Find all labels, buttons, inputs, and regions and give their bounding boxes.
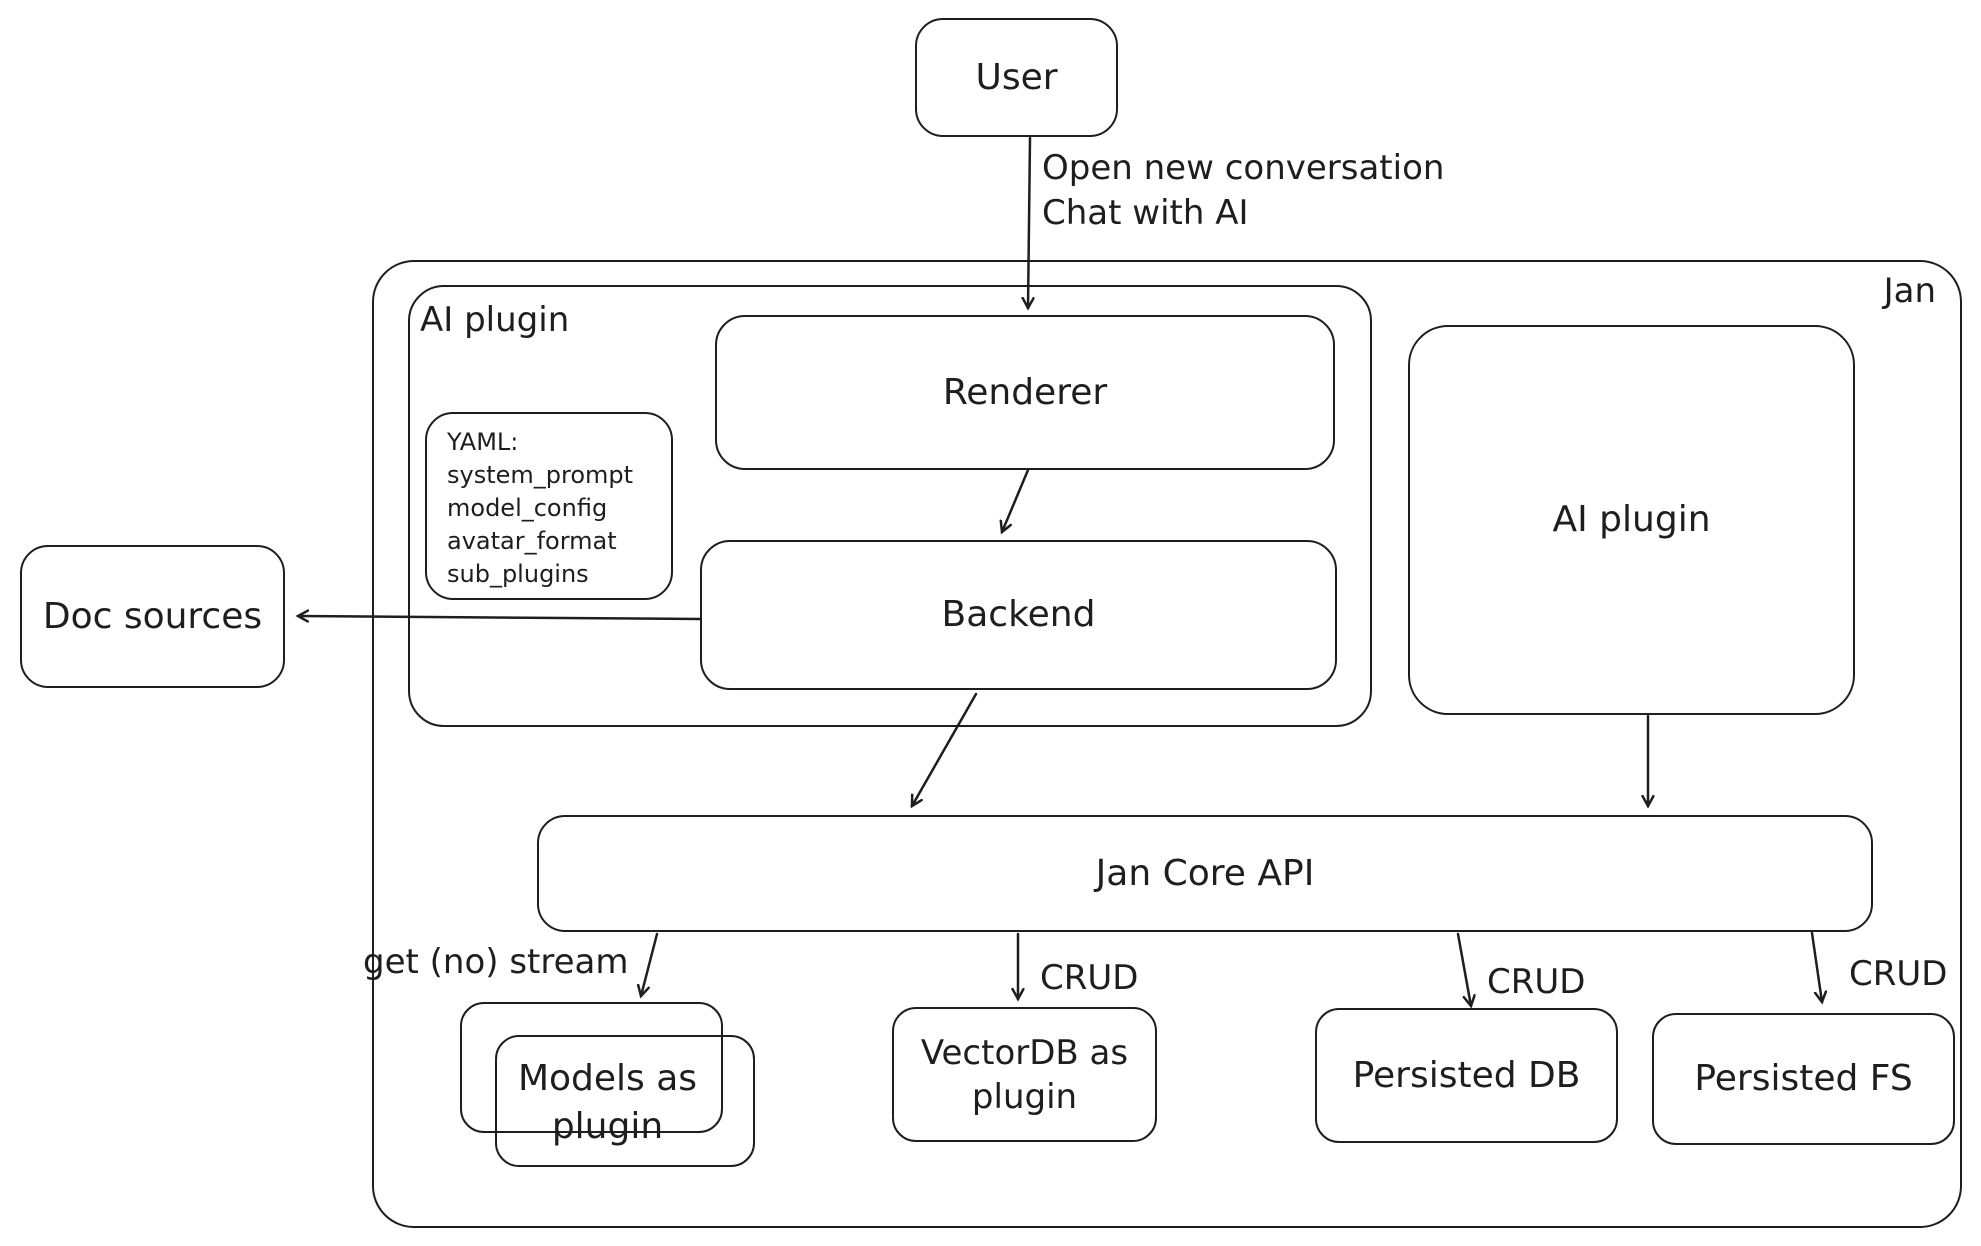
container-jan: Jan — [372, 260, 1962, 1228]
node-persisted-db: Persisted DB — [1315, 1008, 1618, 1143]
node-backend-label: Backend — [941, 594, 1096, 635]
node-doc-sources: Doc sources — [20, 545, 285, 688]
node-vectordb-as-plugin-label: VectorDB as plugin — [920, 1032, 1129, 1117]
container-ai-plugin-left: AI plugin — [408, 285, 1372, 727]
node-jan-core-api: Jan Core API — [537, 815, 1873, 932]
node-ai-plugin-right: AI plugin — [1408, 325, 1855, 715]
node-models-as-plugin-front — [495, 1035, 755, 1167]
edge-label-user-to-renderer: Open new conversation Chat with AI — [1042, 148, 1445, 233]
node-jan-core-api-label: Jan Core API — [1095, 852, 1315, 894]
node-persisted-fs-label: Persisted FS — [1694, 1058, 1913, 1099]
node-persisted-fs: Persisted FS — [1652, 1013, 1955, 1145]
note-yaml: YAML: system_prompt model_config avatar_… — [425, 412, 673, 600]
note-yaml-text: YAML: system_prompt model_config avatar_… — [447, 428, 634, 588]
node-persisted-db-label: Persisted DB — [1352, 1054, 1581, 1096]
node-models-as-plugin-label: Models as plugin — [517, 1058, 698, 1147]
node-ai-plugin-right-label: AI plugin — [1552, 499, 1711, 540]
node-vectordb-as-plugin: VectorDB as plugin — [892, 1007, 1157, 1142]
edge-label-crud-vectordb: CRUD — [1040, 958, 1139, 998]
node-user-label: User — [975, 56, 1058, 98]
edge-label-crud-persisted-fs: CRUD — [1849, 954, 1948, 994]
node-user: User — [915, 18, 1118, 137]
edge-label-crud-persisted-db: CRUD — [1487, 962, 1586, 1002]
edge-label-get-no-stream: get (no) stream — [363, 942, 629, 982]
node-doc-sources-label: Doc sources — [42, 595, 263, 637]
node-models-as-plugin-back — [460, 1002, 723, 1133]
node-renderer-label: Renderer — [942, 371, 1108, 413]
container-ai-plugin-left-label: AI plugin — [420, 300, 570, 340]
container-jan-label: Jan — [1883, 271, 1936, 311]
node-renderer: Renderer — [715, 315, 1335, 470]
node-backend: Backend — [700, 540, 1337, 690]
